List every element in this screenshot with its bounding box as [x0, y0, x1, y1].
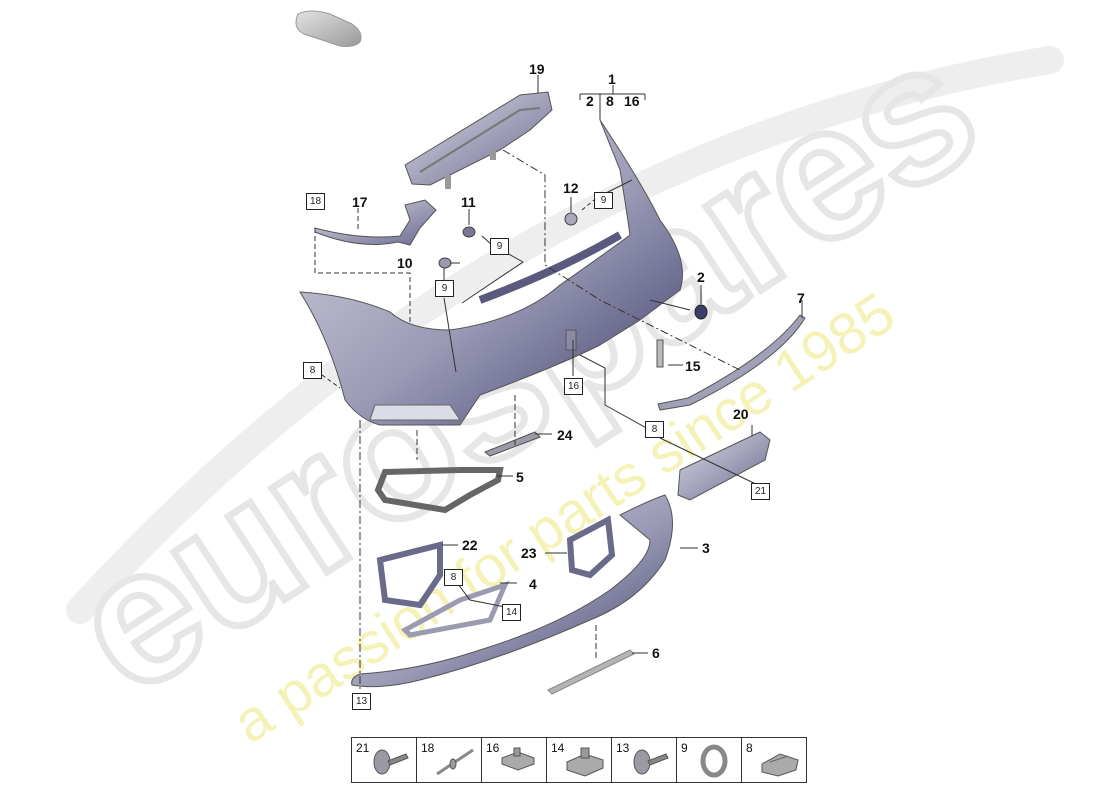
boxref-13: 13: [352, 693, 371, 710]
legend-cell-18: 18: [416, 737, 482, 783]
legend-cell-21: 21: [351, 737, 417, 783]
part-1-bumper-cover: [299, 119, 683, 426]
callout-23: 23: [521, 545, 537, 561]
boxref-8-b: 8: [645, 421, 664, 438]
part-6-strip: [547, 649, 635, 695]
part-15-pin: [656, 339, 664, 368]
callout-5: 5: [516, 469, 524, 485]
screw-washer-icon: [633, 749, 669, 775]
spring-clip-icon: [761, 753, 799, 777]
callout-17: 17: [352, 194, 368, 210]
legend-number: 21: [356, 741, 370, 755]
callout-10: 10: [397, 255, 413, 271]
legend-cell-13: 13: [611, 737, 677, 783]
legend-cell-9: 9: [676, 737, 742, 783]
rivet-icon: [436, 748, 474, 776]
legend-number: 9: [681, 741, 688, 755]
part-2-cap: [694, 304, 708, 320]
part-12-grommet: [564, 212, 578, 226]
clip-bracket-icon: [501, 747, 535, 771]
part-23-bracket: [566, 515, 616, 579]
legend-number: 8: [746, 741, 753, 755]
legend-number: 18: [421, 741, 435, 755]
part-7-trim-strip: [657, 314, 806, 411]
screw-washer-icon: [373, 749, 409, 775]
callout-7: 7: [797, 290, 805, 306]
fastener-legend-table: 21 18 16 14 13: [351, 737, 807, 783]
part-20-panel: [677, 431, 771, 501]
callout-22: 22: [462, 537, 478, 553]
legend-cell-16: 16: [481, 737, 547, 783]
callout-24: 24: [557, 427, 573, 443]
callout-11: 11: [461, 194, 476, 210]
callout-20: 20: [733, 406, 749, 422]
part-17-side-bracket: [314, 199, 437, 246]
legend-number: 14: [551, 741, 565, 755]
legend-number: 16: [486, 741, 500, 755]
legend-number: 13: [616, 741, 630, 755]
part-10-clip: [438, 257, 452, 269]
part-11-clip: [462, 226, 476, 238]
boxref-9-c: 9: [435, 280, 454, 297]
part-19-impact-beam: [404, 91, 553, 189]
spring-nut-icon: [566, 747, 604, 777]
boxref-16: 16: [564, 378, 583, 395]
callout-1-sub-2: 2: [586, 93, 594, 109]
vehicle-thumbnail-icon: [295, 10, 362, 47]
boxref-18: 18: [306, 193, 325, 210]
callout-15: 15: [685, 358, 701, 374]
grommet-ring-icon: [700, 744, 728, 778]
callout-4: 4: [529, 576, 537, 592]
part-22-bracket: [376, 541, 443, 609]
legend-cell-8: 8: [741, 737, 807, 783]
part-4-frame: [400, 580, 510, 638]
callout-1-sub-8: 8: [606, 93, 614, 109]
part-3-diffuser: [351, 494, 673, 688]
legend-cell-14: 14: [546, 737, 612, 783]
boxref-14: 14: [502, 604, 521, 621]
callout-12: 12: [563, 180, 579, 196]
callout-1-sub-16: 16: [624, 93, 640, 109]
part-5-exhaust-frame: [374, 467, 504, 514]
boxref-8-a: 8: [303, 362, 322, 379]
part-24-strip: [484, 431, 541, 457]
callout-19: 19: [529, 61, 545, 77]
callout-6: 6: [652, 645, 660, 661]
boxref-8-c: 8: [444, 569, 463, 586]
boxref-21: 21: [751, 483, 770, 500]
callout-3: 3: [702, 540, 710, 556]
leader-lines: [314, 75, 803, 690]
callout-2: 2: [697, 269, 705, 285]
callout-1: 1: [608, 71, 616, 87]
boxref-9-a: 9: [594, 192, 613, 209]
boxref-9-b: 9: [490, 238, 509, 255]
